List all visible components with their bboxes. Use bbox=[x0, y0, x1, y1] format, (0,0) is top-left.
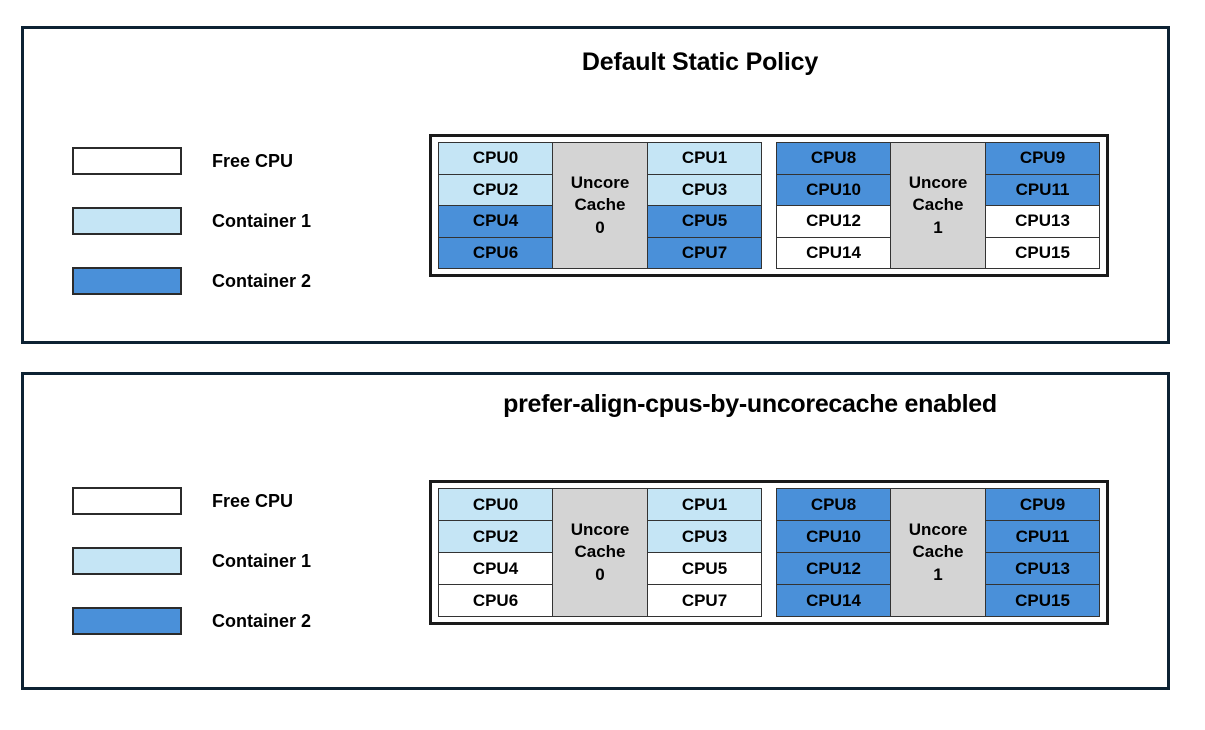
legend-swatch-container-2 bbox=[72, 607, 182, 635]
uncore-cache-block: Uncore Cache 1 bbox=[890, 488, 986, 617]
legend-item-free-cpu: Free CPU bbox=[72, 471, 392, 531]
cpu-column-left: CPU0 CPU2 CPU4 CPU6 bbox=[438, 142, 553, 269]
cpu-column-left: CPU0 CPU2 CPU4 CPU6 bbox=[438, 488, 553, 617]
cpu-column-right: CPU1 CPU3 CPU5 CPU7 bbox=[647, 488, 762, 617]
cpu-cell: CPU7 bbox=[647, 236, 762, 269]
cpu-column-right: CPU1 CPU3 CPU5 CPU7 bbox=[647, 142, 762, 269]
cpu-cell: CPU14 bbox=[776, 236, 891, 269]
cpu-cell: CPU6 bbox=[438, 236, 553, 269]
cpu-column-left: CPU8 CPU10 CPU12 CPU14 bbox=[776, 142, 891, 269]
uncore-cache-group-1: CPU8 CPU10 CPU12 CPU14 Uncore Cache 1 CP… bbox=[776, 488, 1100, 617]
cpu-cell: CPU13 bbox=[985, 552, 1100, 585]
uncore-cache-group-0: CPU0 CPU2 CPU4 CPU6 Uncore Cache 0 CPU1 … bbox=[438, 142, 762, 269]
cpu-cell: CPU11 bbox=[985, 173, 1100, 206]
legend-panel-2: Free CPU Container 1 Container 2 bbox=[72, 471, 392, 651]
uncore-cache-line-1: Uncore bbox=[908, 519, 968, 539]
cpu-cell: CPU12 bbox=[776, 552, 891, 585]
cpu-cell: CPU3 bbox=[647, 173, 762, 206]
cpu-cell: CPU4 bbox=[438, 552, 553, 585]
cpu-cell: CPU13 bbox=[985, 205, 1100, 238]
cpu-cell: CPU5 bbox=[647, 552, 762, 585]
uncore-cache-index: 0 bbox=[595, 217, 605, 237]
uncore-cache-line-2: Cache bbox=[912, 542, 964, 562]
cpu-cell: CPU0 bbox=[438, 142, 553, 175]
legend-item-container-1: Container 1 bbox=[72, 531, 392, 591]
uncore-cache-block: Uncore Cache 0 bbox=[552, 142, 648, 269]
cpu-cell: CPU12 bbox=[776, 205, 891, 238]
legend-panel-1: Free CPU Container 1 Container 2 bbox=[72, 131, 392, 311]
legend-swatch-container-1 bbox=[72, 547, 182, 575]
legend-label-container-1: Container 1 bbox=[212, 210, 312, 231]
legend-swatch-container-2 bbox=[72, 267, 182, 295]
legend-item-free-cpu: Free CPU bbox=[72, 131, 392, 191]
legend-item-container-1: Container 1 bbox=[72, 191, 392, 251]
legend-label-container-2: Container 2 bbox=[212, 270, 312, 291]
cpu-cell: CPU10 bbox=[776, 173, 891, 206]
legend-label-free-cpu: Free CPU bbox=[212, 150, 294, 171]
uncore-cache-line-2: Cache bbox=[912, 195, 964, 215]
cpu-cell: CPU11 bbox=[985, 520, 1100, 553]
panel-title-2: prefer-align-cpus-by-uncorecache enabled bbox=[503, 390, 997, 418]
cpu-diagram-default-static-policy: CPU0 CPU2 CPU4 CPU6 Uncore Cache 0 CPU1 … bbox=[429, 134, 1109, 277]
legend-swatch-free-cpu bbox=[72, 487, 182, 515]
cpu-cell: CPU2 bbox=[438, 520, 553, 553]
cpu-cell: CPU14 bbox=[776, 584, 891, 617]
uncore-cache-line-2: Cache bbox=[574, 542, 626, 562]
cpu-cell: CPU6 bbox=[438, 584, 553, 617]
cpu-cell: CPU1 bbox=[647, 488, 762, 521]
cpu-column-right: CPU9 CPU11 CPU13 CPU15 bbox=[985, 142, 1100, 269]
legend-label-container-2: Container 2 bbox=[212, 610, 312, 631]
cpu-cell: CPU3 bbox=[647, 520, 762, 553]
uncore-cache-group-0: CPU0 CPU2 CPU4 CPU6 Uncore Cache 0 CPU1 … bbox=[438, 488, 762, 617]
legend-swatch-free-cpu bbox=[72, 147, 182, 175]
cpu-column-left: CPU8 CPU10 CPU12 CPU14 bbox=[776, 488, 891, 617]
group-separator bbox=[762, 142, 776, 269]
cpu-cell: CPU8 bbox=[776, 488, 891, 521]
cpu-cell: CPU8 bbox=[776, 142, 891, 175]
uncore-cache-line-1: Uncore bbox=[570, 519, 630, 539]
group-separator bbox=[762, 488, 776, 617]
uncore-cache-group-1: CPU8 CPU10 CPU12 CPU14 Uncore Cache 1 CP… bbox=[776, 142, 1100, 269]
cpu-cell: CPU15 bbox=[985, 584, 1100, 617]
cpu-cell: CPU7 bbox=[647, 584, 762, 617]
uncore-cache-index: 1 bbox=[933, 217, 943, 237]
uncore-cache-index: 1 bbox=[933, 564, 943, 584]
cpu-cell: CPU9 bbox=[985, 142, 1100, 175]
panel-title-1: Default Static Policy bbox=[581, 48, 819, 76]
uncore-cache-line-1: Uncore bbox=[570, 172, 630, 192]
cpu-cell: CPU4 bbox=[438, 205, 553, 238]
uncore-cache-block: Uncore Cache 0 bbox=[552, 488, 648, 617]
cpu-cell: CPU15 bbox=[985, 236, 1100, 269]
legend-item-container-2: Container 2 bbox=[72, 251, 392, 311]
legend-item-container-2: Container 2 bbox=[72, 591, 392, 651]
cpu-cell: CPU0 bbox=[438, 488, 553, 521]
cpu-cell: CPU1 bbox=[647, 142, 762, 175]
legend-label-free-cpu: Free CPU bbox=[212, 490, 294, 511]
cpu-column-right: CPU9 CPU11 CPU13 CPU15 bbox=[985, 488, 1100, 617]
cpu-diagram-prefer-align-cpus-by-uncorecache: CPU0 CPU2 CPU4 CPU6 Uncore Cache 0 CPU1 … bbox=[429, 480, 1109, 625]
uncore-cache-line-1: Uncore bbox=[908, 172, 968, 192]
uncore-cache-index: 0 bbox=[595, 564, 605, 584]
legend-swatch-container-1 bbox=[72, 207, 182, 235]
cpu-cell: CPU10 bbox=[776, 520, 891, 553]
uncore-cache-line-2: Cache bbox=[574, 195, 626, 215]
legend-label-container-1: Container 1 bbox=[212, 550, 312, 571]
cpu-cell: CPU5 bbox=[647, 205, 762, 238]
uncore-cache-block: Uncore Cache 1 bbox=[890, 142, 986, 269]
cpu-cell: CPU2 bbox=[438, 173, 553, 206]
cpu-cell: CPU9 bbox=[985, 488, 1100, 521]
